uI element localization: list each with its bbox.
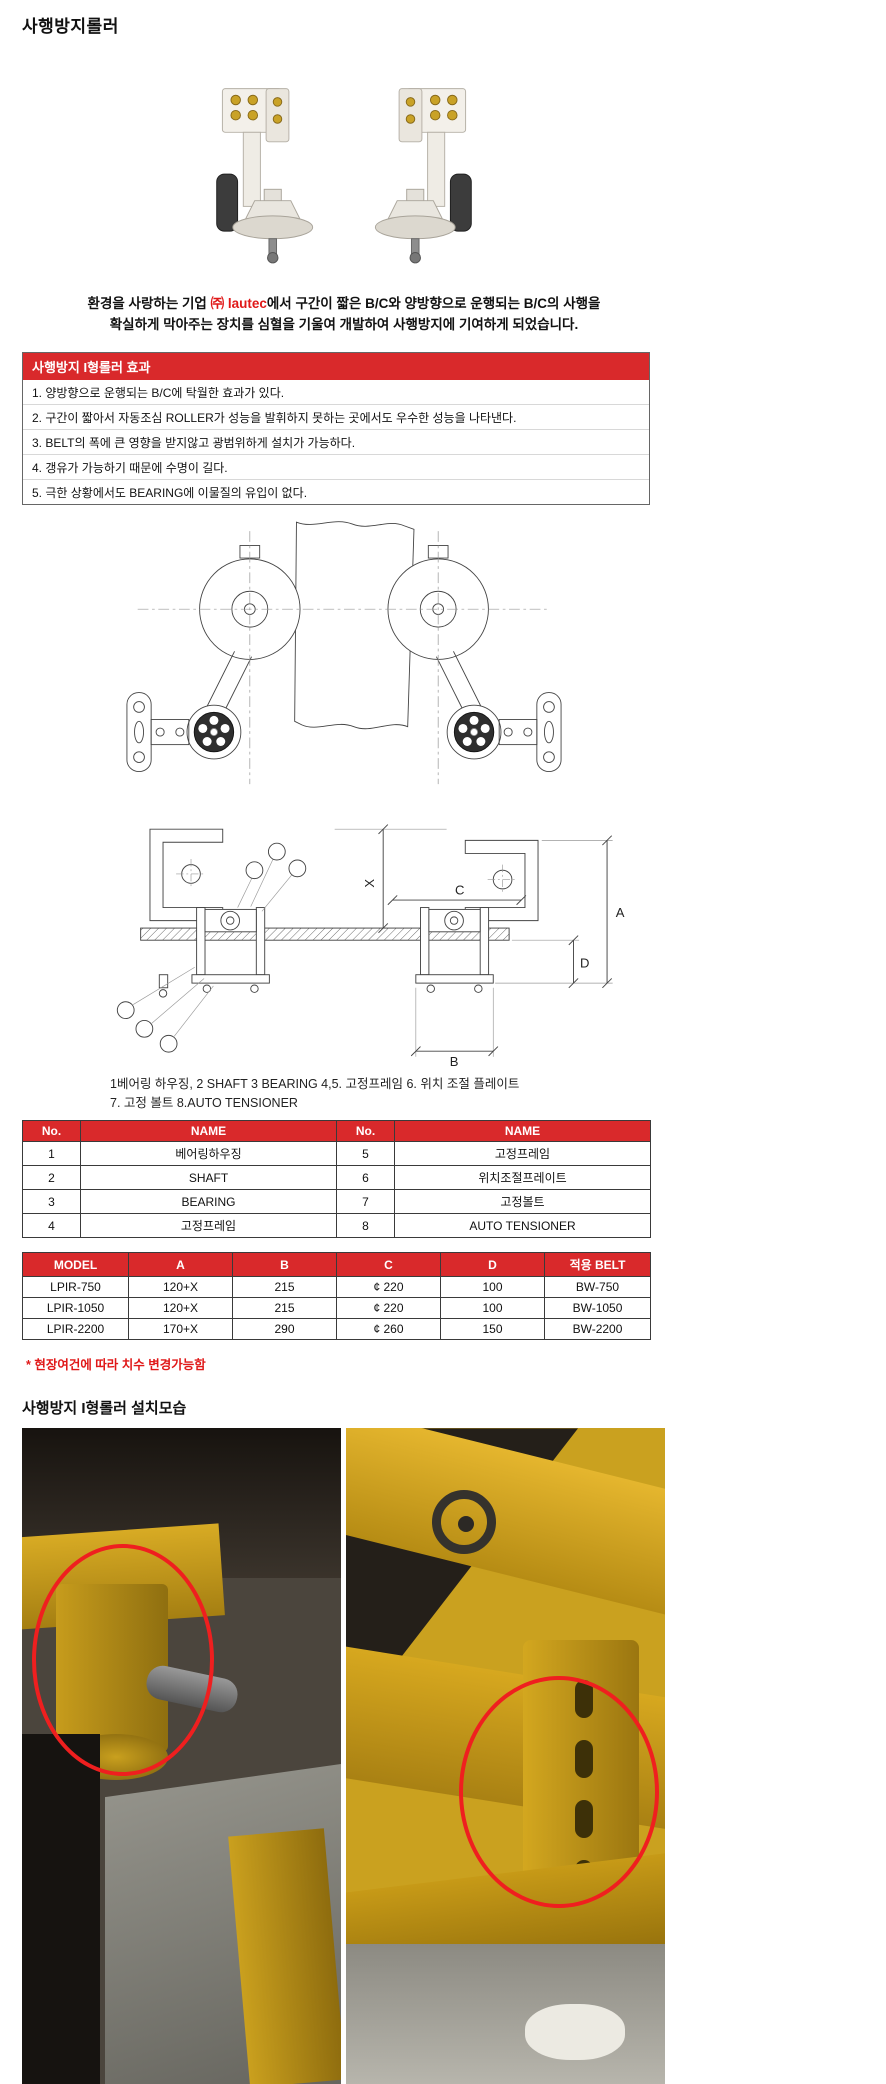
table-row: LPIR-2200 170+X 290 ¢ 260 150 BW-2200 bbox=[22, 1318, 651, 1341]
table-row: LPIR-750 120+X 215 ¢ 220 100 BW-750 bbox=[22, 1276, 651, 1299]
diagram-caption-line2: 7. 고정 볼트 8.AUTO TENSIONER bbox=[110, 1095, 298, 1110]
effect-item-5: 5. 극한 상황에서도 BEARING에 이물질의 유입이 없다. bbox=[32, 485, 308, 500]
model-header-belt: 적용 BELT bbox=[544, 1252, 651, 1278]
photo-dark-column bbox=[22, 1734, 100, 2084]
cell-c: ¢ 260 bbox=[336, 1318, 441, 1341]
model-header-a: A bbox=[128, 1252, 233, 1278]
dimension-note: * 현장여건에 따라 치수 변경가능함 bbox=[26, 1358, 206, 1373]
cell-name: 고정프레임 bbox=[394, 1141, 651, 1167]
content-column: 사행방지롤러 bbox=[22, 12, 666, 2084]
model-table-header-row: MODEL A B C D 적용 BELT bbox=[22, 1252, 651, 1278]
table-row: 1 베어링하우징 5 고정프레임 bbox=[22, 1141, 651, 1167]
cell-b: 215 bbox=[232, 1297, 337, 1320]
parts-table: No. NAME No. NAME 1 베어링하우징 5 고정프레임 2 SHA… bbox=[22, 1120, 651, 1239]
cell-no: 6 bbox=[336, 1165, 395, 1191]
cell-name: 베어링하우징 bbox=[80, 1141, 337, 1167]
intro-text-line2: 확실하게 막아주는 장치를 심혈을 기울여 개발하여 사행방지에 기여하게 되었… bbox=[109, 316, 579, 332]
model-table: MODEL A B C D 적용 BELT LPIR-750 120+X 215… bbox=[22, 1252, 651, 1341]
product-photo bbox=[22, 81, 666, 276]
parts-header-no-left: No. bbox=[22, 1120, 81, 1143]
cell-belt: BW-2200 bbox=[544, 1318, 651, 1341]
cell-c: ¢ 220 bbox=[336, 1276, 441, 1299]
install-photo-left bbox=[22, 1428, 341, 2084]
parts-header-name-right: NAME bbox=[394, 1120, 651, 1143]
install-section-title: 사행방지 I형롤러 설치모습 bbox=[22, 1400, 187, 1418]
diagram-caption: 1베어링 하우징, 2 SHAFT 3 BEARING 4,5. 고정프레임 6… bbox=[110, 1075, 666, 1113]
table-row: LPIR-1050 120+X 215 ¢ 220 100 BW-1050 bbox=[22, 1297, 651, 1320]
install-photo-right bbox=[346, 1428, 665, 2084]
cell-no: 7 bbox=[336, 1189, 395, 1215]
dimension-label-a: A bbox=[616, 905, 625, 920]
effect-item-2: 2. 구간이 짧아서 자동조심 ROLLER가 성능을 발휘하지 못하는 곳에서… bbox=[23, 405, 649, 430]
cell-name: 위치조절프레이트 bbox=[394, 1165, 651, 1191]
cell-c: ¢ 220 bbox=[336, 1297, 441, 1320]
parts-table-header-row: No. NAME No. NAME bbox=[22, 1120, 651, 1143]
cell-name: 고정볼트 bbox=[394, 1189, 651, 1215]
cell-name: 고정프레임 bbox=[80, 1213, 337, 1239]
cell-a: 170+X bbox=[128, 1318, 233, 1341]
cell-d: 150 bbox=[440, 1318, 545, 1341]
cell-b: 290 bbox=[232, 1318, 337, 1341]
intro-text-pre: 환경을 사랑하는 기업 bbox=[87, 296, 211, 311]
dimension-label-x: X bbox=[362, 878, 377, 887]
effect-item-3: 3. BELT의 폭에 큰 영향을 받지않고 광범위하게 설치가 가능하다. bbox=[23, 430, 649, 455]
product-photo-art bbox=[216, 88, 472, 264]
technical-drawing-front bbox=[22, 515, 666, 816]
diagram-caption-line1: 1베어링 하우징, 2 SHAFT 3 BEARING 4,5. 고정프레임 6… bbox=[110, 1076, 520, 1091]
effect-box: 사행방지 I형롤러 효과 1. 양방향으로 운행되는 B/C에 탁월한 효과가 … bbox=[22, 351, 650, 505]
cell-no: 5 bbox=[336, 1141, 395, 1167]
side-view-drawing-svg: X C A D bbox=[116, 824, 625, 1069]
parts-header-no-right: No. bbox=[336, 1120, 395, 1143]
effect-box-header: 사행방지 I형롤러 효과 bbox=[23, 352, 649, 380]
model-header-d: D bbox=[440, 1252, 545, 1278]
model-header-c: C bbox=[336, 1252, 441, 1278]
cell-model: LPIR-750 bbox=[22, 1276, 129, 1299]
cell-d: 100 bbox=[440, 1276, 545, 1299]
technical-drawing-side: X C A D bbox=[22, 818, 666, 1073]
photo-white-cloth bbox=[525, 2004, 625, 2061]
photo-handwheel-hub bbox=[458, 1516, 474, 1533]
annotation-circle bbox=[32, 1544, 214, 1777]
dimension-label-d: D bbox=[580, 955, 589, 970]
model-header-b: B bbox=[232, 1252, 337, 1278]
brand-name: ㈜ lautec bbox=[210, 296, 267, 311]
parts-header-name-left: NAME bbox=[80, 1120, 337, 1143]
annotation-circle bbox=[459, 1676, 659, 1909]
effect-list: 1. 양방향으로 운행되는 B/C에 탁월한 효과가 있다. 2. 구간이 짧아… bbox=[23, 380, 649, 504]
effect-item-1: 1. 양방향으로 운행되는 B/C에 탁월한 효과가 있다. bbox=[23, 380, 649, 405]
dimension-label-c: C bbox=[455, 882, 464, 897]
cell-model: LPIR-2200 bbox=[22, 1318, 129, 1341]
cell-name: BEARING bbox=[80, 1189, 337, 1215]
photo-handwheel bbox=[432, 1490, 496, 1555]
model-header-model: MODEL bbox=[22, 1252, 129, 1278]
page-title: 사행방지롤러 bbox=[22, 17, 119, 36]
cell-no: 1 bbox=[22, 1141, 81, 1167]
cell-no: 3 bbox=[22, 1189, 81, 1215]
cell-d: 100 bbox=[440, 1297, 545, 1320]
cell-belt: BW-1050 bbox=[544, 1297, 651, 1320]
cell-a: 120+X bbox=[128, 1297, 233, 1320]
cell-name: SHAFT bbox=[80, 1165, 337, 1191]
effect-item-4: 4. 갱유가 가능하기 때문에 수명이 길다. bbox=[23, 455, 649, 480]
table-row: 4 고정프레임 8 AUTO TENSIONER bbox=[22, 1213, 651, 1239]
cell-belt: BW-750 bbox=[544, 1276, 651, 1299]
cell-name: AUTO TENSIONER bbox=[394, 1213, 651, 1239]
front-view-drawing-svg bbox=[126, 521, 562, 784]
cell-model: LPIR-1050 bbox=[22, 1297, 129, 1320]
dimension-label-b: B bbox=[450, 1054, 459, 1068]
table-row: 3 BEARING 7 고정볼트 bbox=[22, 1189, 651, 1215]
cell-b: 215 bbox=[232, 1276, 337, 1299]
intro-paragraph: 환경을 사랑하는 기업 ㈜ lautec에서 구간이 짧은 B/C와 양방향으로… bbox=[22, 294, 666, 336]
cell-no: 4 bbox=[22, 1213, 81, 1239]
install-photos bbox=[22, 1428, 666, 2084]
callout-balloons bbox=[116, 842, 307, 1053]
cell-no: 8 bbox=[336, 1213, 395, 1239]
table-row: 2 SHAFT 6 위치조절프레이트 bbox=[22, 1165, 651, 1191]
cell-no: 2 bbox=[22, 1165, 81, 1191]
cell-a: 120+X bbox=[128, 1276, 233, 1299]
intro-text-post: 에서 구간이 짧은 B/C와 양방향으로 운행되는 B/C의 사행을 bbox=[266, 296, 601, 311]
